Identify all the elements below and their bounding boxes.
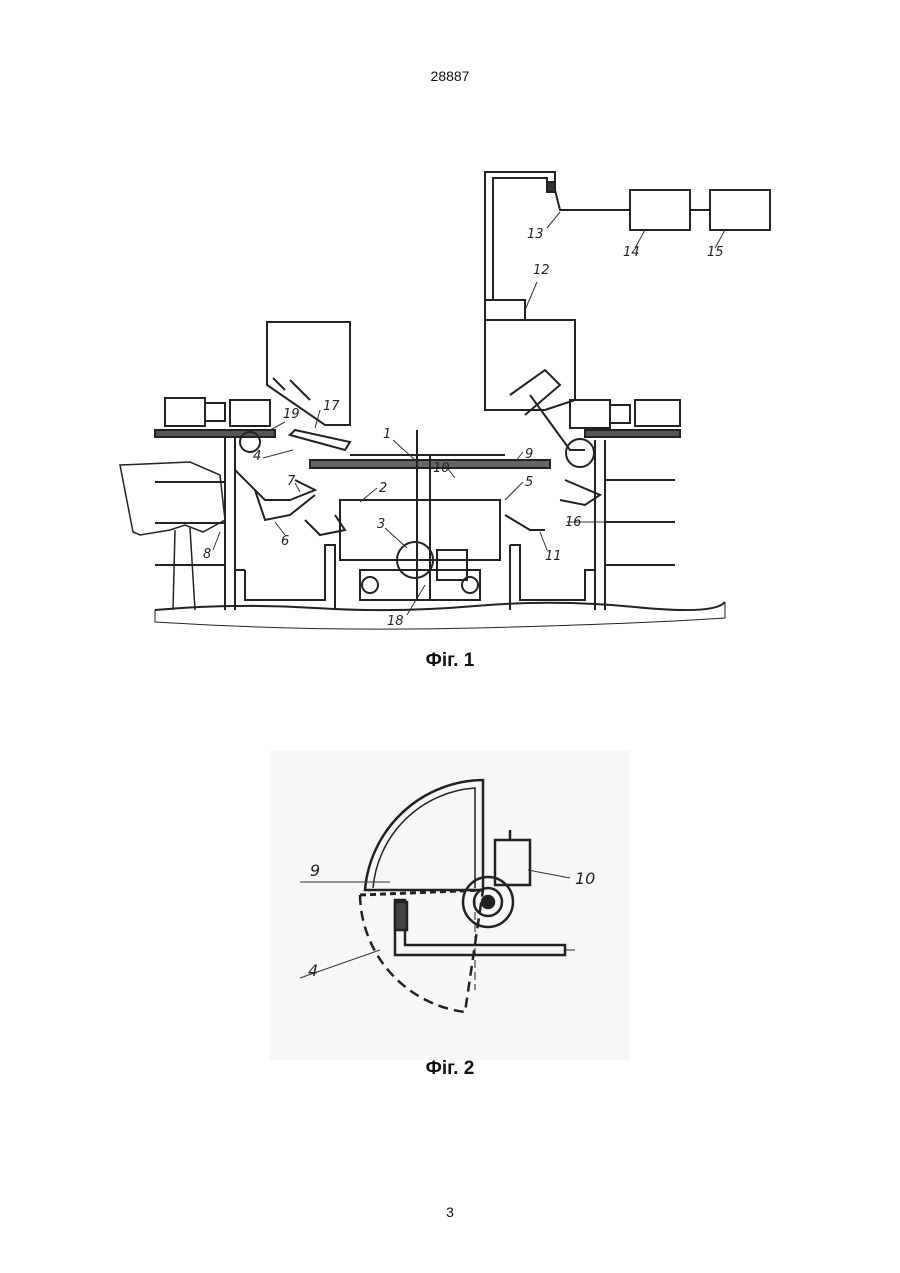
figure-1-drawing: 1 2 3 4 5 6 7 8 9 10 11 12 13 14 15 16 1… bbox=[115, 160, 795, 640]
fig1-label-1: 1 bbox=[383, 427, 391, 442]
fig1-label-10: 10 bbox=[433, 461, 450, 476]
fig1-label-3: 3 bbox=[377, 517, 385, 532]
page-number: 3 bbox=[0, 1204, 900, 1220]
fig2-label-4: 4 bbox=[308, 961, 318, 980]
fig2-label-10: 10 bbox=[575, 869, 595, 888]
fig1-label-9: 9 bbox=[525, 447, 533, 462]
fig1-label-2: 2 bbox=[379, 481, 387, 496]
fig1-label-5: 5 bbox=[525, 475, 533, 490]
document-number: 28887 bbox=[0, 68, 900, 84]
fig1-label-19: 19 bbox=[283, 407, 300, 422]
fig1-label-7: 7 bbox=[287, 474, 296, 489]
figure-2-drawing: 9 10 4 bbox=[270, 750, 630, 1060]
fig1-label-17: 17 bbox=[323, 399, 340, 414]
fig1-label-4: 4 bbox=[253, 449, 261, 464]
fig1-label-8: 8 bbox=[203, 547, 211, 562]
fig1-label-13: 13 bbox=[527, 227, 544, 242]
fig1-label-12: 12 bbox=[533, 263, 550, 278]
fig1-label-14: 14 bbox=[623, 245, 640, 260]
figure-1-caption: Фіг. 1 bbox=[0, 650, 900, 672]
fig2-label-9: 9 bbox=[310, 861, 320, 880]
figure-2-caption: Фіг. 2 bbox=[0, 1058, 900, 1080]
fig1-label-6: 6 bbox=[281, 534, 289, 549]
fig1-label-15: 15 bbox=[707, 245, 724, 260]
fig1-label-11: 11 bbox=[545, 549, 562, 564]
fig1-label-18: 18 bbox=[387, 614, 404, 629]
fig1-label-16: 16 bbox=[565, 515, 582, 530]
